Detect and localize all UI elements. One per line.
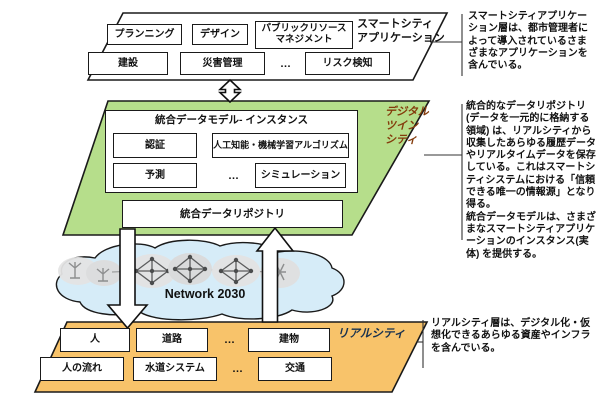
real-box-people: 人 — [60, 328, 130, 352]
real-ellipsis-1-glyph: … — [224, 334, 236, 346]
network-mesh-icons — [58, 253, 300, 288]
twin-ellipsis-glyph: … — [228, 169, 240, 182]
real-box-buildings-label: 建物 — [279, 334, 299, 346]
real-box-buildings: 建物 — [248, 328, 330, 352]
real-ellipsis-1: … — [216, 328, 244, 352]
app-ellipsis: … — [272, 52, 300, 75]
twin-box-prediction: 予測 — [113, 163, 197, 188]
app-box-design: デザイン — [192, 24, 248, 45]
app-layer-label-line2: アプリケーション — [357, 32, 445, 45]
twin-layer-label-line3: シティ — [385, 133, 418, 146]
real-box-transport-label: 交通 — [285, 363, 305, 375]
app-layer-label: スマートシティ アプリケーション — [357, 17, 452, 46]
app-box-disaster-label: 災害管理 — [202, 57, 243, 69]
app-box-planning: プランニング — [107, 24, 182, 45]
app-box-risk: リスク検知 — [305, 52, 390, 75]
app-box-construction-label: 建設 — [118, 57, 138, 69]
twin-box-auth: 認証 — [113, 133, 197, 158]
mesh-diamond-icon — [168, 253, 212, 285]
real-box-people-flow: 人の流れ — [40, 357, 124, 381]
data-repository-box: 統合データリポジトリ — [122, 200, 343, 228]
twin-box-ai-label: 人工知能・機械学習アルゴリズム — [213, 140, 348, 151]
real-box-water: 水道システム — [133, 357, 217, 381]
public-resource-line1: パブリックリソース — [261, 23, 347, 35]
real-ellipsis-2: … — [224, 357, 252, 381]
app-box-public-resource: パブリックリソース マネジメント — [255, 21, 353, 49]
mesh-diamond-icon — [128, 254, 176, 288]
twin-box-ai: 人工知能・機械学習アルゴリズム — [212, 133, 349, 158]
twin-box-simulation-label: シミュレーション — [260, 169, 341, 181]
network-2030-label: Network 2030 — [155, 287, 255, 301]
app-layer-label-line1: スマートシティ — [357, 18, 434, 30]
annotation-twin-layer: 統合的なデータリポジトリ(データを一元的に格納する領域) は、リアルシティから収… — [466, 101, 596, 260]
twin-box-simulation: シミュレーション — [255, 163, 346, 188]
arrow-twin-to-real — [106, 228, 149, 330]
data-repository-label: 統合データリポジトリ — [180, 207, 285, 220]
real-box-people-flow-label: 人の流れ — [62, 363, 102, 375]
twin-ellipsis: … — [220, 163, 248, 188]
real-layer-label: リアルシティ — [337, 327, 427, 342]
real-box-roads-label: 道路 — [162, 334, 182, 346]
double-arrow-app-twin — [217, 78, 243, 104]
twin-box-auth-label: 認証 — [145, 139, 165, 151]
data-model-instance-title: 統合データモデル- インスタンス — [155, 114, 308, 126]
real-ellipsis-2-glyph: … — [232, 363, 244, 375]
real-box-transport: 交通 — [258, 357, 332, 381]
real-box-people-label: 人 — [90, 334, 100, 346]
app-box-construction: 建設 — [88, 52, 168, 75]
twin-layer-label-line2: ツイン — [385, 119, 418, 132]
annotation-real-layer: リアルシティ層は、デジタル化・仮想化できるあらゆる資産やインフラを含んでいる。 — [431, 318, 591, 354]
real-box-water-label: 水道システム — [145, 363, 205, 375]
app-box-disaster: 災害管理 — [180, 52, 265, 75]
annotation-app-layer: スマートシティアプリケーション層は、都市管理者によって導入されているさまざまなア… — [468, 11, 588, 72]
real-box-roads: 道路 — [136, 328, 208, 352]
app-box-risk-label: リスク検知 — [322, 57, 373, 69]
mesh-diamond-icon — [212, 255, 260, 287]
twin-layer-label-line1: デジタル — [385, 106, 429, 118]
twin-box-prediction-label: 予測 — [145, 169, 165, 181]
arrow-real-to-twin — [255, 226, 295, 323]
public-resource-line2: マネジメント — [275, 34, 333, 45]
app-box-design-label: デザイン — [200, 28, 240, 40]
network-2030-text: Network 2030 — [164, 287, 246, 301]
app-ellipsis-glyph: … — [280, 57, 292, 70]
twin-layer-label: デジタル ツイン シティ — [385, 106, 440, 147]
real-layer-label-text: リアルシティ — [337, 328, 406, 340]
callout-brackets — [417, 14, 463, 368]
app-box-planning-label: プランニング — [114, 28, 175, 40]
